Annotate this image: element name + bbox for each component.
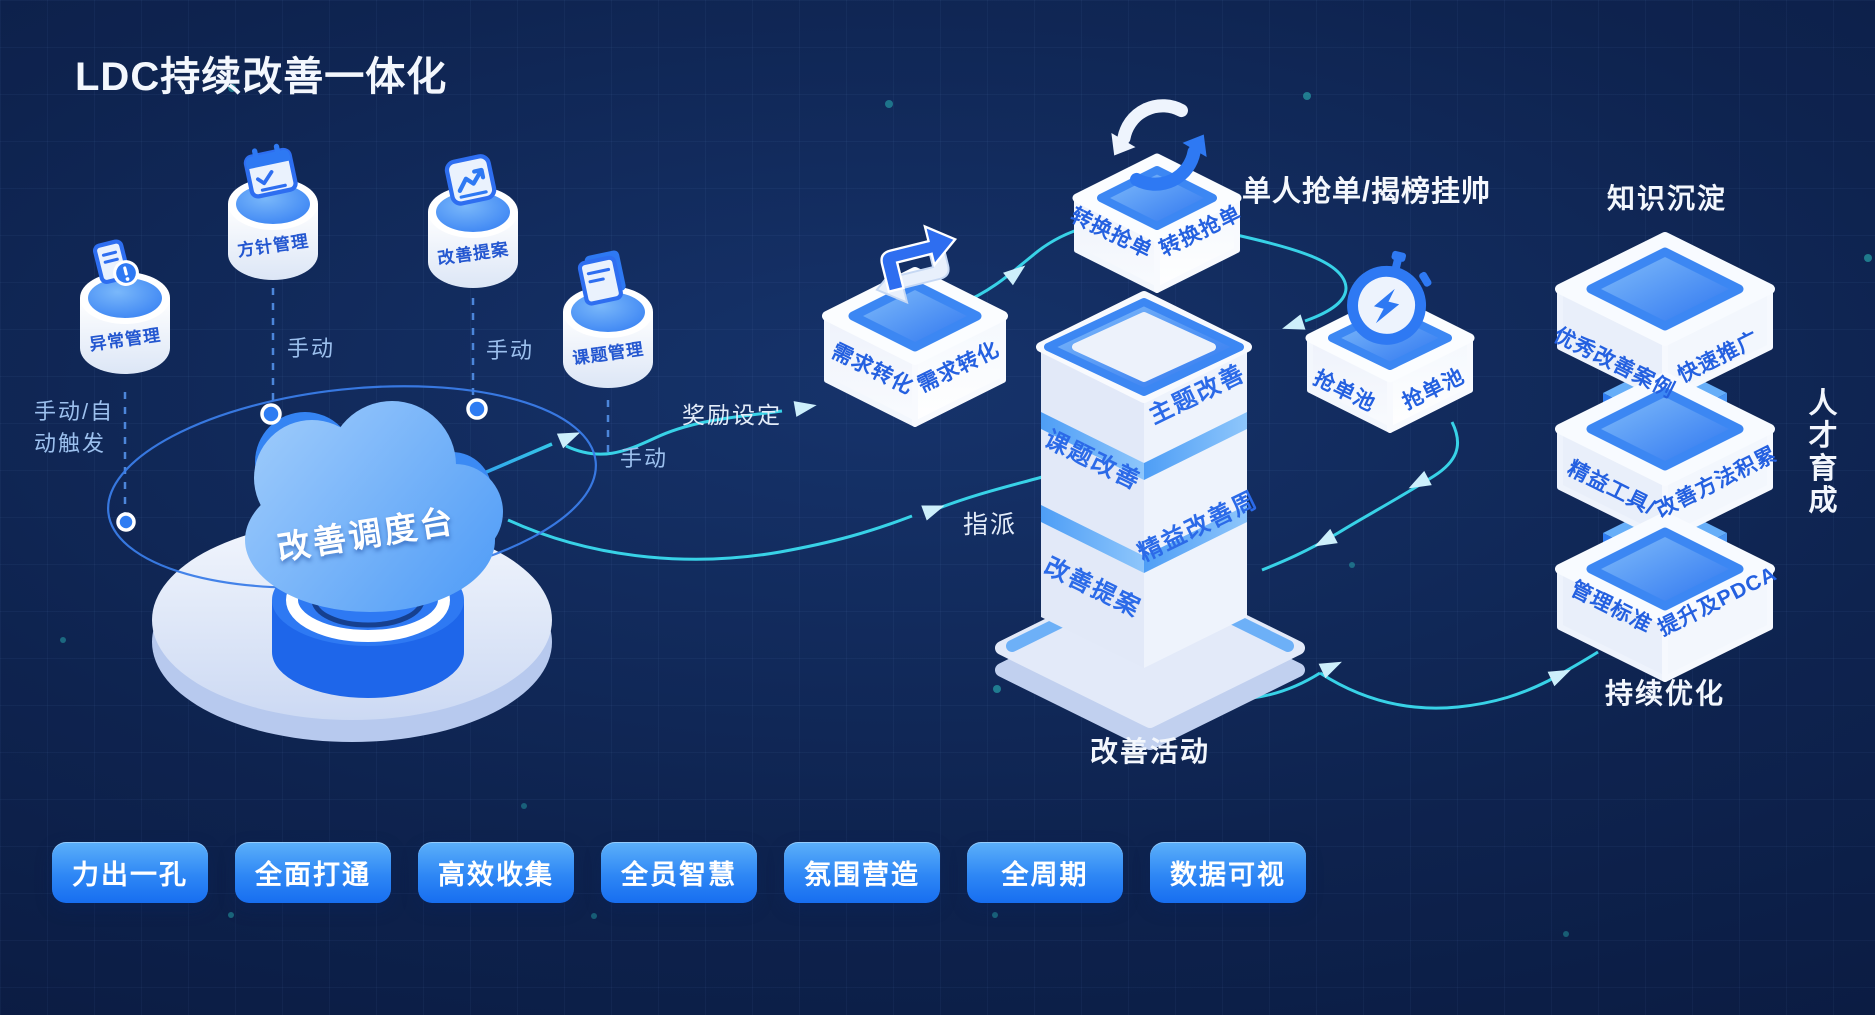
footer-chip-2[interactable]: 全面打通 — [235, 842, 391, 903]
trigger-label-topic: 手动 — [620, 446, 669, 471]
flow-line-assign — [507, 514, 913, 561]
convert-note-label: 单人抢单/揭榜挂帅 — [1242, 176, 1492, 208]
page-title: LDC持续改善一体化 — [75, 55, 448, 99]
source-cylinders — [80, 178, 653, 388]
swap-arrows-icon — [875, 224, 958, 305]
footer-chip-row: 力出一孔 全面打通 高效收集 全员智慧 氛围营造 全周期 数据可视 — [52, 842, 1306, 903]
cylinder-exception — [80, 272, 170, 374]
trigger-label-exception: 手动/自动触发 — [34, 399, 115, 456]
alert-document-icon — [92, 239, 139, 286]
tower — [995, 291, 1305, 750]
knowledge-block-3 — [1555, 512, 1775, 682]
footer-chip-7[interactable]: 数据可视 — [1150, 842, 1306, 903]
footer-chip-6[interactable]: 全周期 — [967, 842, 1123, 903]
flow-arrowheads — [556, 265, 1571, 687]
reward-label: 奖励设定 — [682, 402, 782, 428]
assign-label: 指派 — [963, 511, 1018, 539]
folder-icon — [577, 250, 626, 306]
knowledge-block-1 — [1555, 232, 1775, 402]
orbit-nodes — [116, 398, 488, 532]
flow-line-pool-to-tower — [1261, 421, 1460, 572]
trigger-label-policy: 手动 — [287, 336, 336, 361]
stopwatch-icon — [1347, 250, 1432, 345]
footer-chip-3[interactable]: 高效收集 — [418, 842, 574, 903]
trigger-label-proposal: 手动 — [486, 338, 535, 363]
flow-line-reward — [565, 409, 783, 456]
knowledge-block-2 — [1555, 372, 1775, 542]
footer-chip-1[interactable]: 力出一孔 — [52, 842, 208, 903]
talent-side-caption: 人才育成 — [1808, 388, 1838, 518]
image-chart-icon — [444, 154, 497, 206]
knowledge-bottom-caption: 持续优化 — [1604, 678, 1726, 709]
calendar-check-icon — [243, 143, 298, 199]
footer-chip-5[interactable]: 氛围营造 — [784, 842, 940, 903]
trigger-dashlines — [123, 288, 610, 522]
knowledge-top-caption: 知识沉淀 — [1606, 183, 1728, 214]
tower-caption: 改善活动 — [1090, 736, 1211, 767]
sync-icon — [1111, 99, 1207, 191]
footer-chip-4[interactable]: 全员智慧 — [601, 842, 757, 903]
demand-box — [822, 267, 1008, 427]
hub-cloud — [245, 401, 503, 612]
flow-line-assign-tail — [933, 474, 1047, 512]
flow-line-convert-to-pool — [1231, 232, 1348, 323]
flow-line-demand-to-convert — [961, 227, 1081, 305]
knowledge-stack — [1555, 232, 1775, 682]
convert-box — [1072, 153, 1242, 293]
